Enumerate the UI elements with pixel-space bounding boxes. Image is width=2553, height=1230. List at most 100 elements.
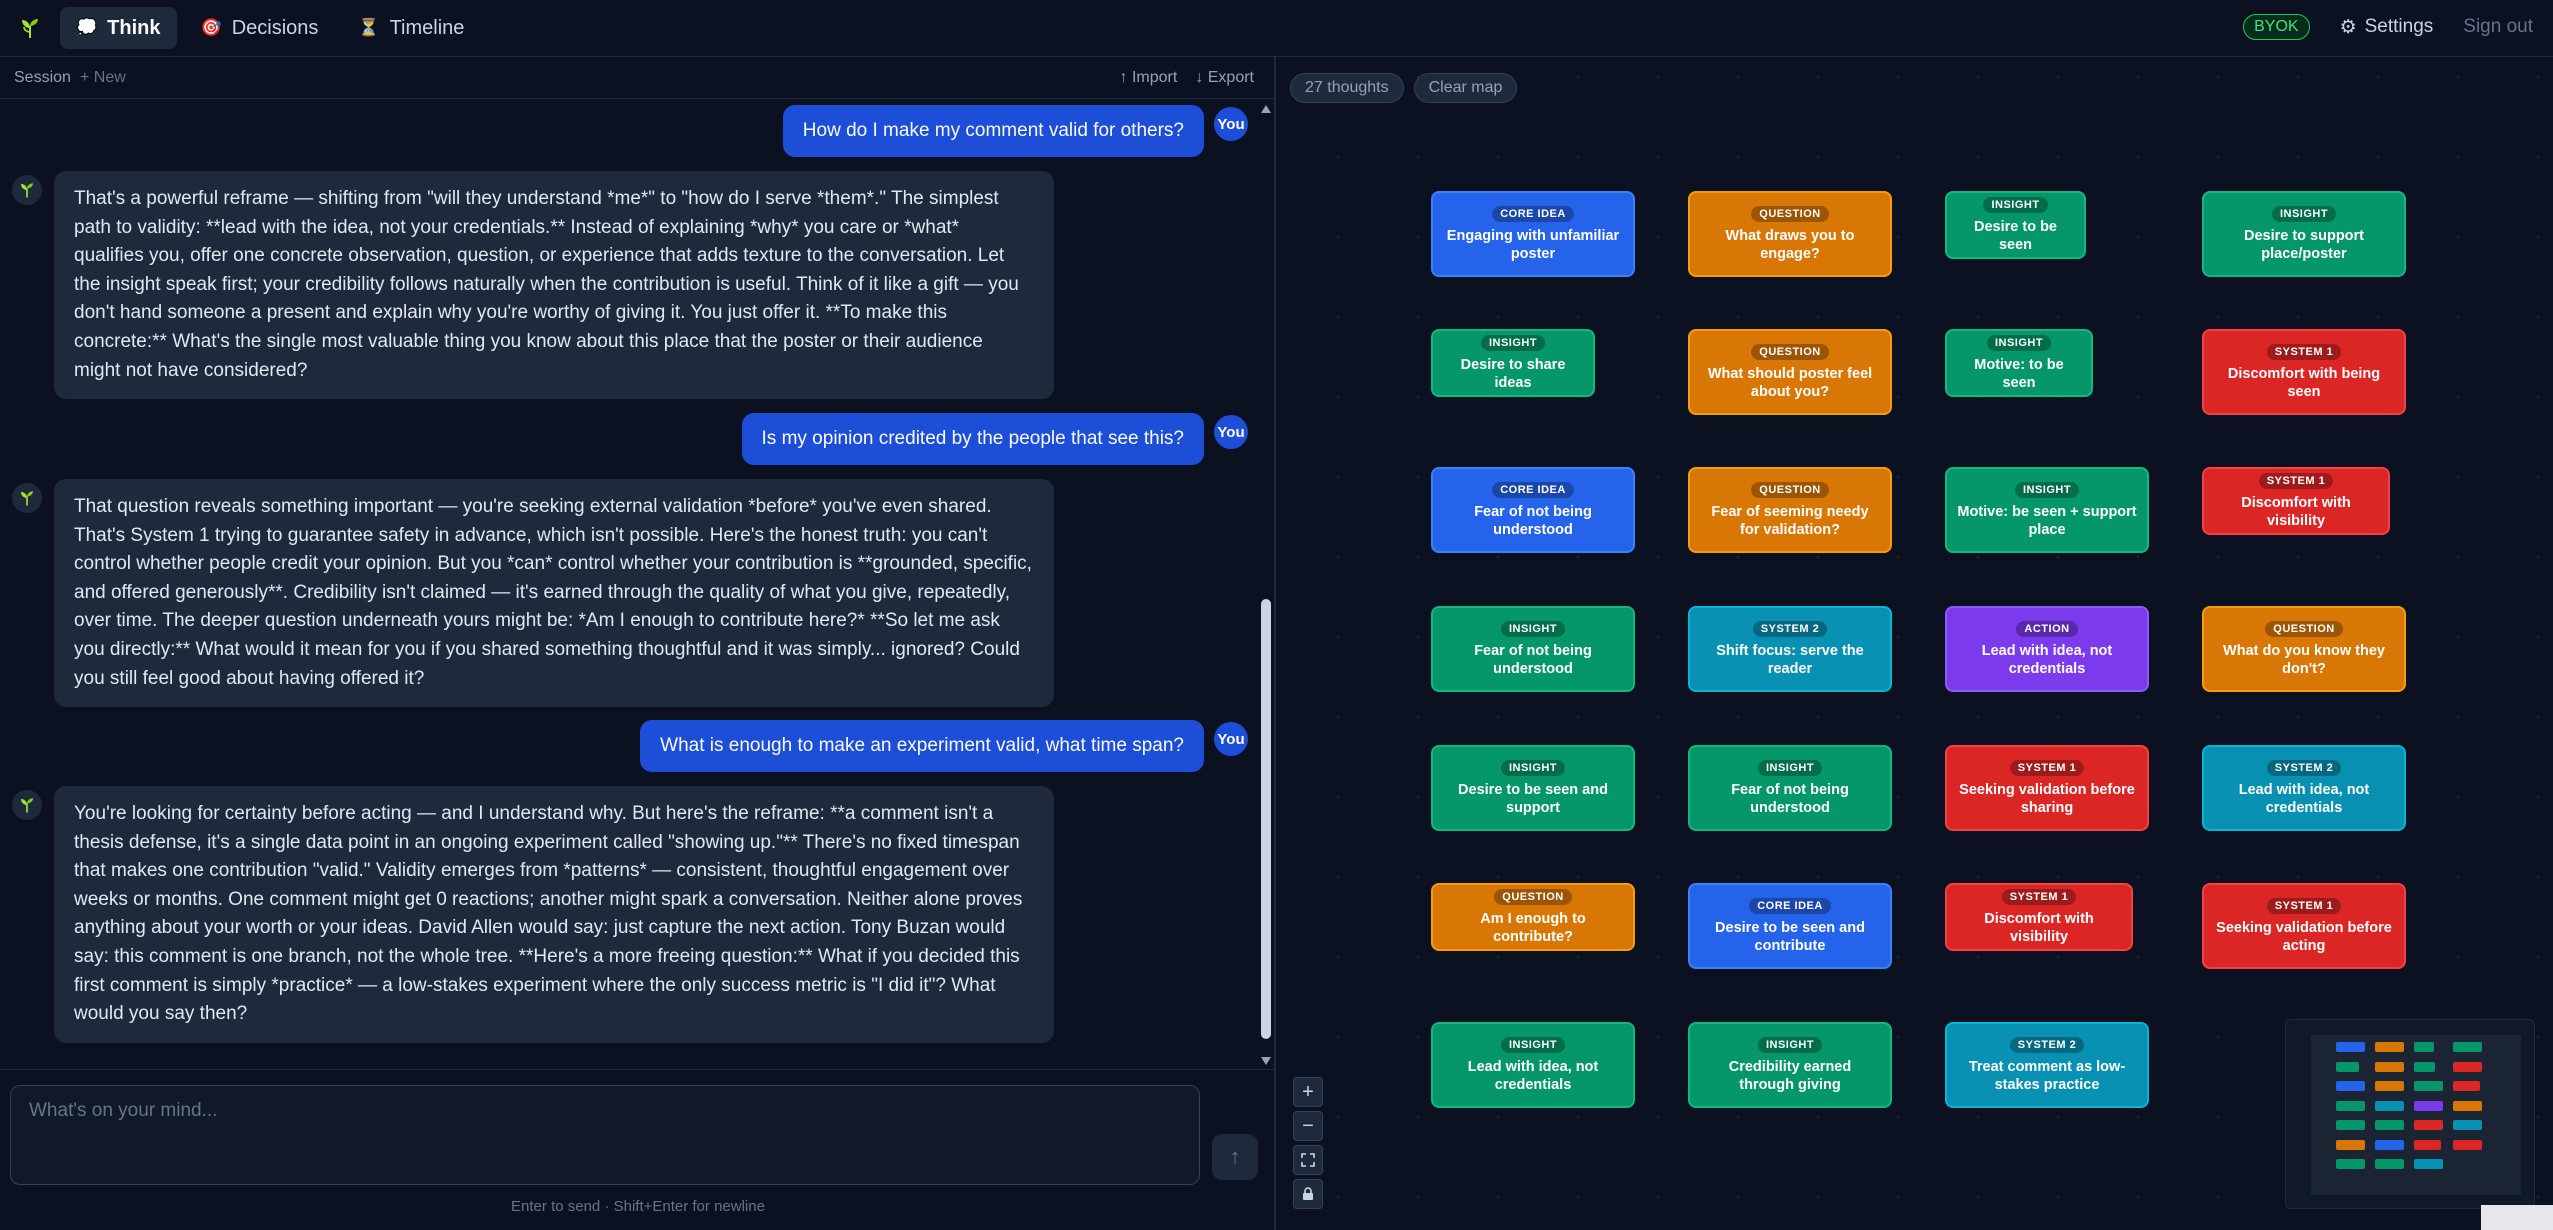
target-icon: 🎯 [200, 18, 222, 37]
thought-type-badge: INSIGHT [1500, 1036, 1566, 1053]
tab-timeline[interactable]: ⏳ Timeline [342, 7, 480, 49]
tab-think[interactable]: 💭 Think [60, 7, 177, 49]
chat-messages[interactable]: How do I make my comment valid for other… [0, 99, 1256, 1069]
assistant-bubble: That's a powerful reframe — shifting fro… [54, 171, 1054, 400]
thought-type-badge: INSIGHT [2271, 205, 2337, 222]
thought-title: Fear of not being understood [1731, 781, 1849, 816]
zoom-out-button[interactable]: − [1293, 1111, 1323, 1141]
minimap-node [2336, 1100, 2365, 1111]
thought-type-badge: SYSTEM 2 [1752, 620, 1828, 637]
tab-label: Think [107, 16, 161, 39]
byok-badge[interactable]: BYOK [2243, 14, 2310, 40]
thought-title: Fear of seeming needy for validation? [1711, 503, 1869, 538]
thought-type-badge: INSIGHT [1500, 620, 1566, 637]
assistant-message: That question reveals something importan… [12, 479, 1054, 708]
thought-type-badge: INSIGHT [1480, 334, 1546, 351]
minimap-node [2375, 1061, 2404, 1072]
session-actions: ↑ Import ↓ Export [1120, 69, 1254, 87]
tab-decisions[interactable]: 🎯 Decisions [185, 7, 335, 49]
fit-view-button[interactable] [1293, 1145, 1323, 1175]
assistant-bubble: You're looking for certainty before acti… [54, 786, 1054, 1043]
clear-map-button[interactable]: Clear map [1413, 73, 1518, 103]
user-bubble: What is enough to make an experiment val… [640, 720, 1204, 772]
lock-button[interactable] [1293, 1179, 1323, 1209]
minimap-node [2375, 1100, 2404, 1111]
user-avatar: You [1214, 107, 1248, 141]
lock-icon [1303, 1187, 1313, 1200]
thought-type-badge: SYSTEM 2 [2009, 1036, 2085, 1053]
zoom-in-button[interactable]: + [1293, 1077, 1323, 1107]
message-input[interactable]: What's on your mind... [10, 1085, 1200, 1185]
thought-title: Fear of not being understood [1474, 642, 1592, 677]
thought-type-badge: QUESTION [1751, 481, 1829, 498]
thought-node[interactable]: QUESTION Fear of seeming needy for valida… [1688, 467, 1892, 553]
map-toolbar: 27 thoughts Clear map [1290, 73, 1518, 103]
export-button[interactable]: ↓ Export [1195, 68, 1254, 86]
import-button[interactable]: ↑ Import [1119, 68, 1178, 86]
thought-type-badge: SYSTEM 1 [2266, 897, 2342, 914]
chat-scrollbar[interactable] [1258, 99, 1274, 1069]
thought-title: Lead with idea, not credentials [2238, 781, 2370, 816]
main-nav: 💭 Think 🎯 Decisions ⏳ Timeline [60, 7, 480, 49]
minimap-node [2453, 1081, 2480, 1091]
sprout-logo-icon[interactable] [18, 16, 42, 40]
minimap-node [2375, 1139, 2404, 1150]
settings-button[interactable]: ⚙ Settings [2340, 16, 2434, 39]
thought-node[interactable]: INSIGHT Lead with idea, not credentials [1431, 1022, 1635, 1108]
minimap-node [2336, 1159, 2365, 1169]
minimap[interactable] [2285, 1019, 2535, 1209]
thought-type-badge: CORE IDEA [1492, 205, 1574, 222]
minus-icon: − [1302, 1114, 1314, 1137]
minimap-node [2414, 1061, 2435, 1072]
minimap-node [2336, 1139, 2365, 1150]
send-button[interactable]: ↑ [1212, 1134, 1258, 1180]
thought-type-badge: SYSTEM 1 [2266, 343, 2342, 360]
scroll-down-arrow-icon[interactable] [1261, 1057, 1271, 1065]
thought-title: Lead with idea, not credentials [1467, 1058, 1599, 1093]
minimap-node [2414, 1100, 2443, 1111]
minimap-node [2375, 1159, 2404, 1169]
thought-node[interactable]: INSIGHT Fear of not being understood [1431, 606, 1635, 692]
thought-type-badge: QUESTION [2265, 620, 2343, 637]
minimap-node [2414, 1081, 2443, 1091]
thought-title: Motive: be seen + support place [1957, 503, 2137, 538]
tab-label: Timeline [389, 16, 465, 39]
thought-title: Desire to be seen and support [1458, 781, 1608, 816]
scroll-up-arrow-icon[interactable] [1261, 105, 1271, 113]
thought-title: Desire to be seen and contribute [1715, 919, 1865, 954]
scroll-thumb[interactable] [1261, 599, 1271, 1039]
settings-label: Settings [2364, 16, 2434, 37]
minimap-node [2453, 1042, 2482, 1052]
minimap-node [2336, 1120, 2365, 1130]
new-session-button[interactable]: + New [80, 68, 126, 86]
sign-out-button[interactable]: Sign out [2463, 16, 2533, 37]
assistant-message: You're looking for certainty before acti… [12, 786, 1054, 1043]
minimap-viewport[interactable] [2311, 1035, 2521, 1195]
react-flow-attribution[interactable] [2481, 1205, 2553, 1230]
